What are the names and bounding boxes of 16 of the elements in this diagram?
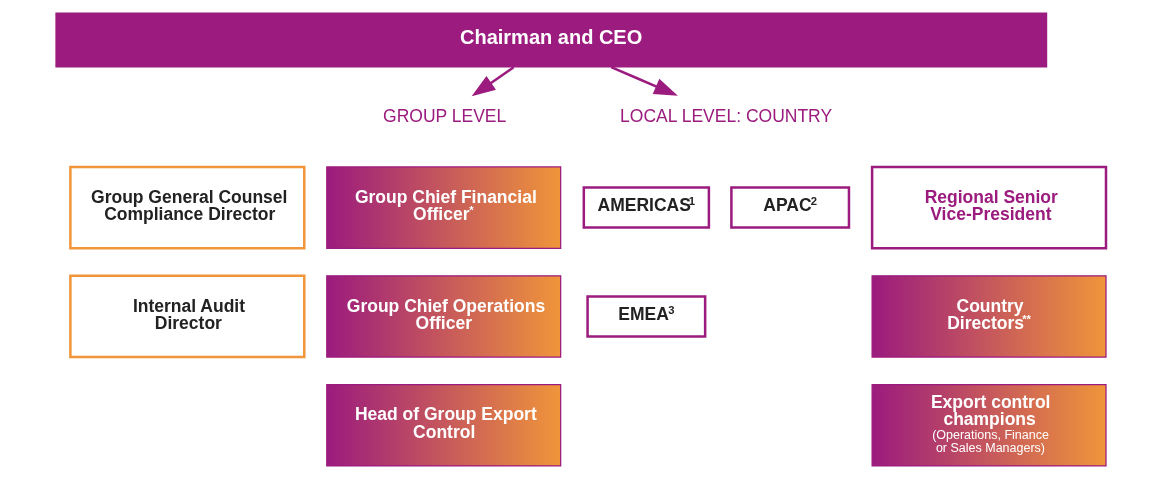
node-box: Group Chief Financial Officer$^{*}$ xyxy=(325,166,561,249)
node-box: Group General Counsel Compliance Director xyxy=(68,165,305,250)
node-box: EMEA$^{3}$ xyxy=(585,295,706,338)
node-box: Head of Group Export Control xyxy=(325,383,561,467)
node-box: AMERICAS$^{1}$ xyxy=(582,186,710,229)
node-box: Regional Senior Vice-President xyxy=(870,165,1107,250)
node-box: Chairman and CEO xyxy=(54,12,1047,68)
arrow xyxy=(471,66,514,97)
node-box: Country Directors$^{**}$ xyxy=(871,275,1107,358)
node-box: Export control champions (Operations, Finance or Sales Managers) xyxy=(871,383,1107,467)
node-box: Internal Audit Director xyxy=(68,274,305,359)
arrow xyxy=(610,65,678,96)
node-text: LOCAL LEVEL: COUNTRY xyxy=(619,105,832,126)
node-box: Group Chief Operations Officer xyxy=(325,275,561,358)
node-text: GROUP LEVEL xyxy=(382,105,506,126)
node-box: APAC$^{2}$ xyxy=(729,186,850,229)
